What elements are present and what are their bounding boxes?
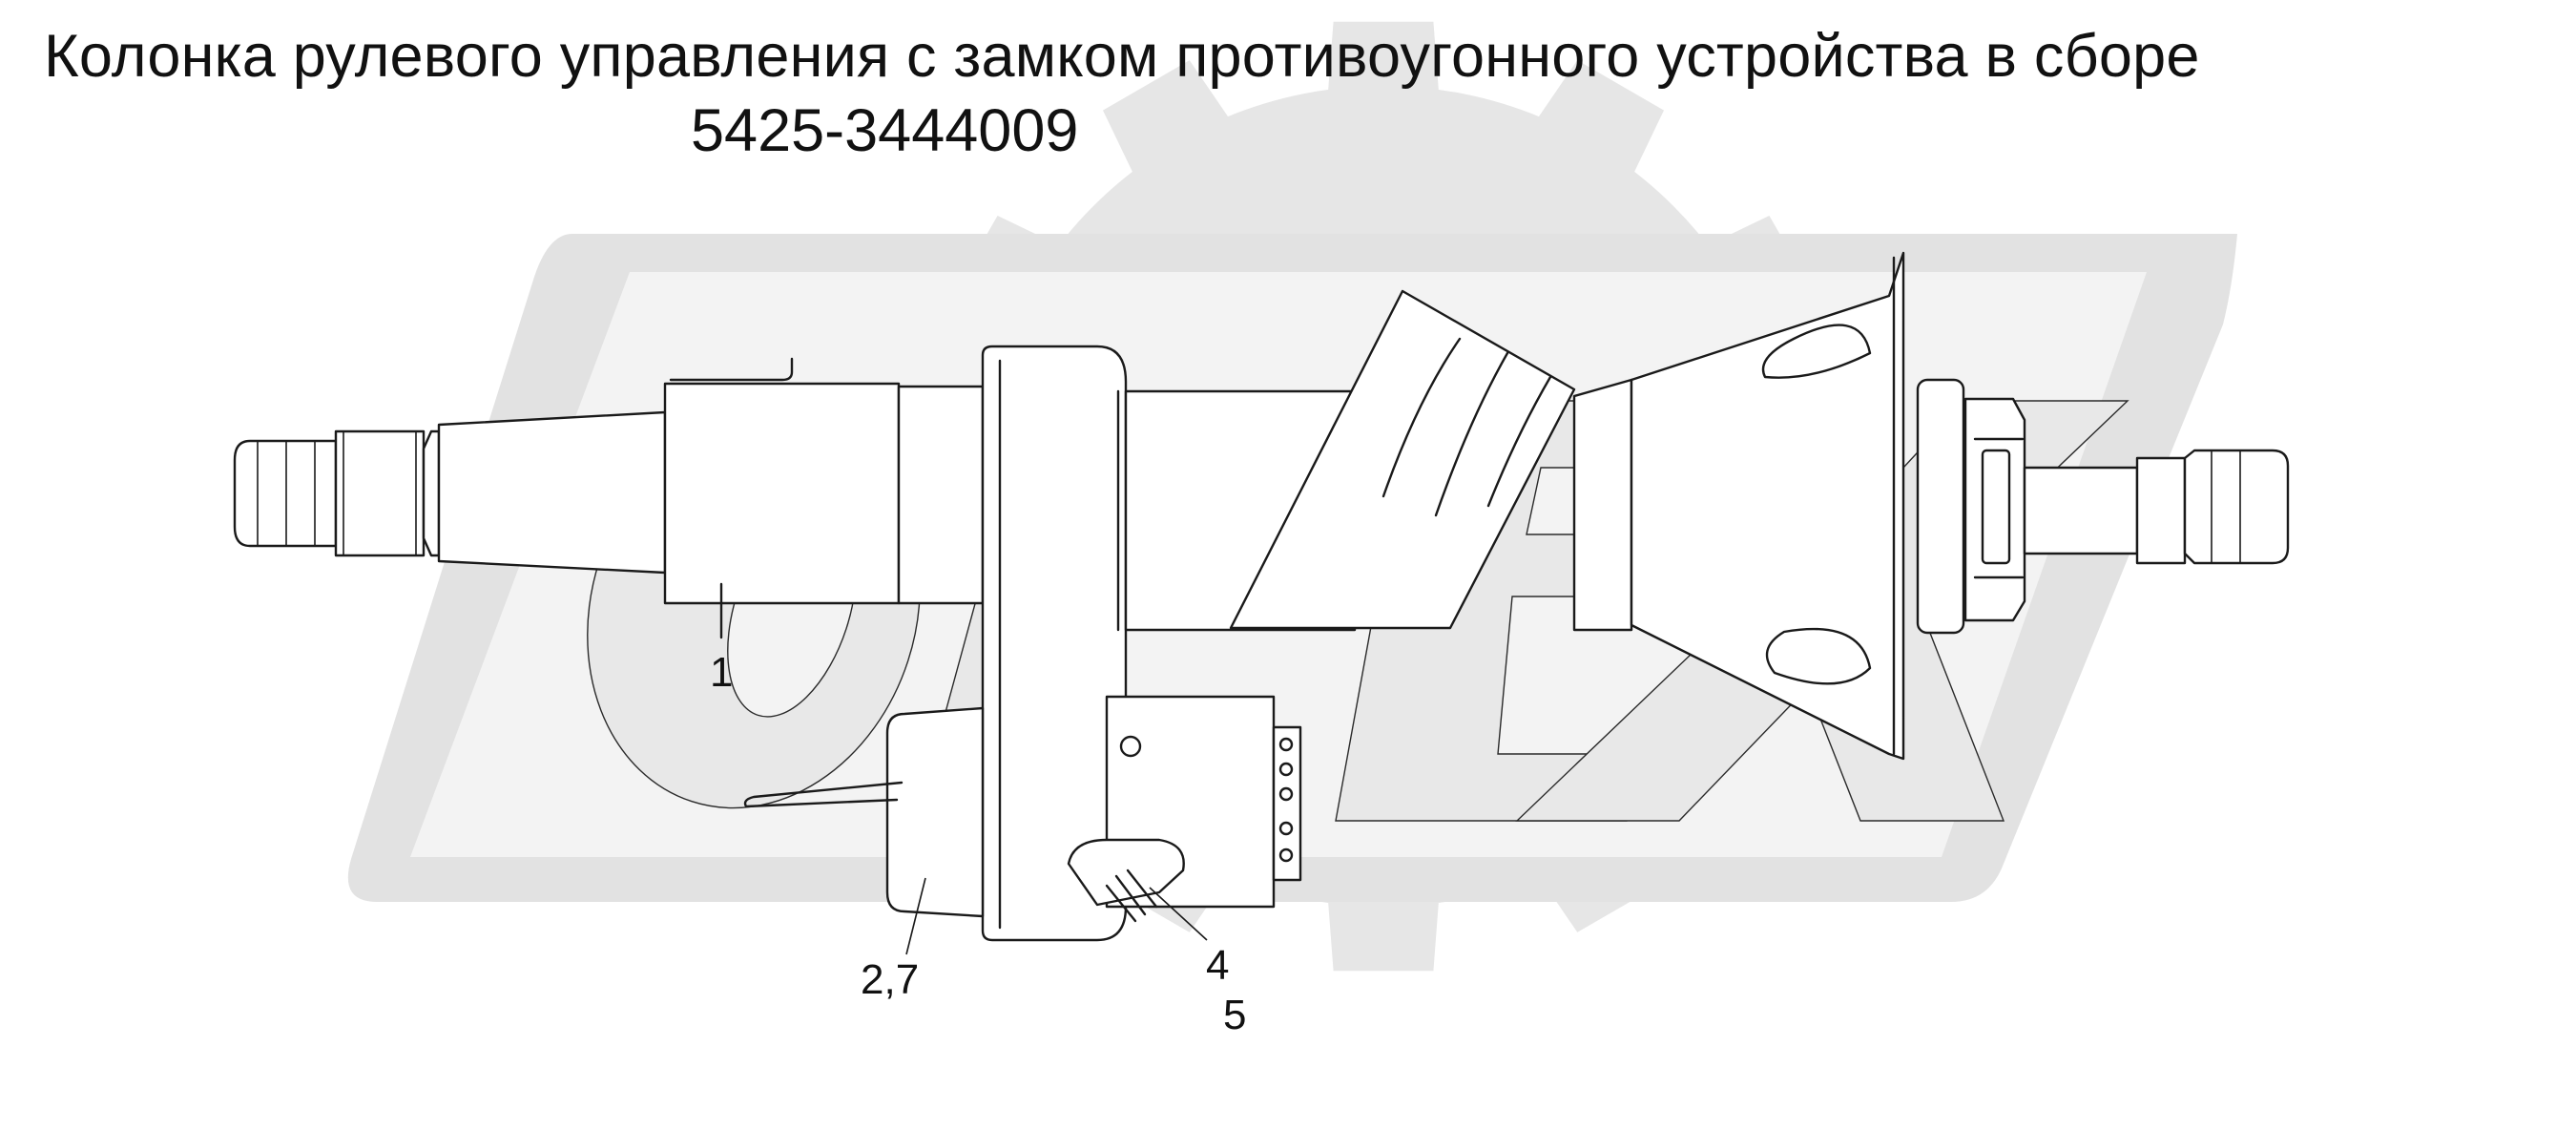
watermark-gear-tooth (1533, 60, 1665, 181)
callout-label-4: 4 (1206, 942, 1230, 989)
steering-column (233, 251, 2290, 942)
callout-label-1: 1 (710, 649, 734, 696)
callout-label-5: 5 (1223, 992, 1247, 1038)
bracket-shroud (1229, 289, 1576, 630)
watermark-gear-tooth (1327, 892, 1440, 972)
bell-cone (1630, 251, 1905, 761)
column-tube-right (1572, 378, 1633, 632)
part-number: 5425-3444009 (691, 97, 1079, 164)
right-shaft-end (2023, 449, 2290, 565)
page-title: Колонка рулевого управления с замком про… (44, 23, 2200, 90)
item-1-bushing (663, 357, 901, 639)
item-2-7-lock-cylinder (743, 706, 985, 918)
watermark-gear-tooth (1327, 21, 1440, 100)
end-nut (1916, 378, 2026, 635)
leader-lines (905, 877, 1208, 955)
watermark-gear-tooth (1102, 60, 1234, 181)
callout-label-2-7: 2,7 (861, 956, 920, 1003)
ignition-switch-block (1067, 695, 1302, 923)
column-tube-left (897, 385, 985, 605)
left-shaft-end (233, 410, 667, 575)
leader-4 (1149, 887, 1208, 941)
leader-27 (905, 877, 926, 955)
